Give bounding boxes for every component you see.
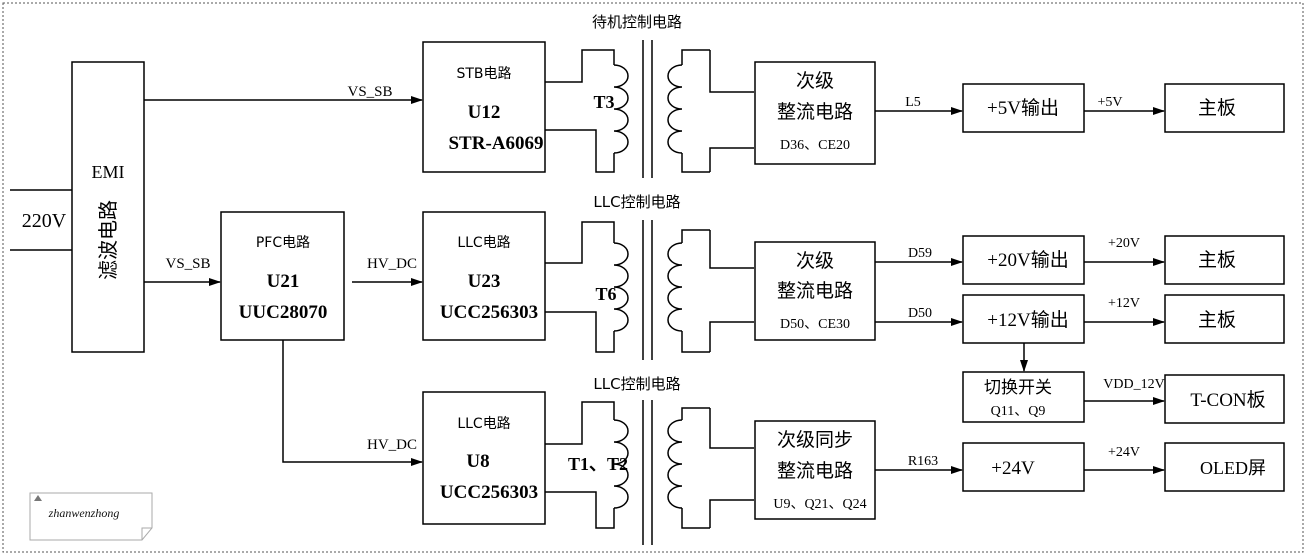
- llc2-line3: UCC256303: [440, 482, 538, 503]
- pfc-line1: PFC电路: [256, 235, 310, 251]
- stb-block: [422, 41, 546, 173]
- output-5v-label: +5V输出: [987, 97, 1059, 119]
- oled-block: [1164, 442, 1285, 492]
- mainboard-label-3: 主板: [1198, 309, 1236, 331]
- input-voltage-label: 220V: [22, 210, 67, 232]
- tcon-label: T-CON板: [1190, 389, 1265, 411]
- sec2-line3: D50、CE30: [780, 317, 850, 332]
- mainboard-label-2: 主板: [1198, 249, 1236, 271]
- emi-subtitle: 滤波电路: [96, 200, 120, 280]
- stb-line2: U12: [468, 102, 501, 123]
- oled-label: OLED屏: [1200, 458, 1266, 478]
- sec1-line1: 次级: [796, 70, 834, 92]
- sec3-line1: 次级同步: [777, 429, 853, 451]
- secondary-rectifier-1: [754, 61, 876, 165]
- output-20v-block: [962, 235, 1085, 285]
- output-5v-block: [962, 83, 1085, 133]
- hv-dc-label-1: HV_DC: [367, 256, 417, 272]
- plus12v-label: +12V: [1108, 296, 1140, 311]
- watermark-text: zhanwenzhong: [48, 506, 120, 520]
- emi-title: EMI: [92, 162, 125, 182]
- vdd12v-label: VDD_12V: [1103, 377, 1164, 392]
- llc2-line2: U8: [466, 451, 489, 472]
- plus24v-label: +24V: [1108, 445, 1140, 460]
- t1-t2-label: T1、T2: [568, 454, 628, 474]
- output-12v-label: +12V输出: [987, 309, 1068, 331]
- vs-sb-top-label: VS_SB: [347, 84, 392, 100]
- mainboard-block-3: [1164, 294, 1285, 344]
- stb-line1: STB电路: [456, 66, 511, 82]
- llc-block-1: [422, 211, 546, 341]
- secondary-rectifier-2: [754, 241, 876, 341]
- sec2-line1: 次级: [796, 250, 834, 272]
- switch-line1: 切换开关: [984, 378, 1052, 398]
- sec1-line2: 整流电路: [777, 101, 853, 123]
- sec3-line2: 整流电路: [777, 460, 853, 482]
- transformer-t3: [545, 40, 754, 178]
- stb-line3: STR-A6069: [448, 133, 543, 154]
- tcon-block: [1164, 374, 1285, 424]
- hv-dc-label-2: HV_DC: [367, 437, 417, 453]
- pfc-line2: U21: [267, 271, 300, 292]
- l5-label: L5: [905, 95, 921, 110]
- pfc-line3: UUC28070: [239, 302, 328, 323]
- r163-label: R163: [908, 454, 938, 469]
- standby-section-title: 待机控制电路: [592, 13, 682, 31]
- sec1-line3: D36、CE20: [780, 138, 850, 153]
- switch-block: [962, 371, 1085, 423]
- llc-block-2: [422, 391, 546, 525]
- mainboard-label-1: 主板: [1198, 97, 1236, 119]
- t6-label: T6: [595, 284, 616, 304]
- output-20v-label: +20V输出: [987, 249, 1068, 271]
- d50-label: D50: [908, 306, 932, 321]
- t3-label: T3: [593, 92, 614, 112]
- output-24v-block: [962, 442, 1085, 492]
- plus5v-label: +5V: [1097, 95, 1122, 110]
- d59-label: D59: [908, 246, 932, 261]
- switch-line2: Q11、Q9: [991, 404, 1046, 419]
- transformer-t6: [545, 220, 754, 360]
- sec2-line2: 整流电路: [777, 280, 853, 302]
- output-24v-label: +24V: [991, 458, 1035, 479]
- llc1-line1: LLC电路: [457, 235, 510, 251]
- llc1-line2: U23: [468, 271, 501, 292]
- watermark-note: zhanwenzhong: [29, 492, 153, 541]
- vs-sb-mid-label: VS_SB: [165, 256, 210, 272]
- llc2-line1: LLC电路: [457, 416, 510, 432]
- sec3-line3: U9、Q21、Q24: [773, 497, 866, 512]
- emi-filter-block: [71, 61, 145, 353]
- plus20v-label: +20V: [1108, 236, 1140, 251]
- note-triangle-icon: [34, 495, 42, 501]
- llc1-line3: UCC256303: [440, 302, 538, 323]
- hv-dc-line-2: [282, 340, 423, 466]
- llc-section-title-1: LLC控制电路: [593, 193, 680, 211]
- mainboard-block-1: [1164, 83, 1285, 133]
- llc-section-title-2: LLC控制电路: [593, 375, 680, 393]
- mainboard-block-2: [1164, 235, 1285, 285]
- transformer-t1-t2: [545, 400, 754, 545]
